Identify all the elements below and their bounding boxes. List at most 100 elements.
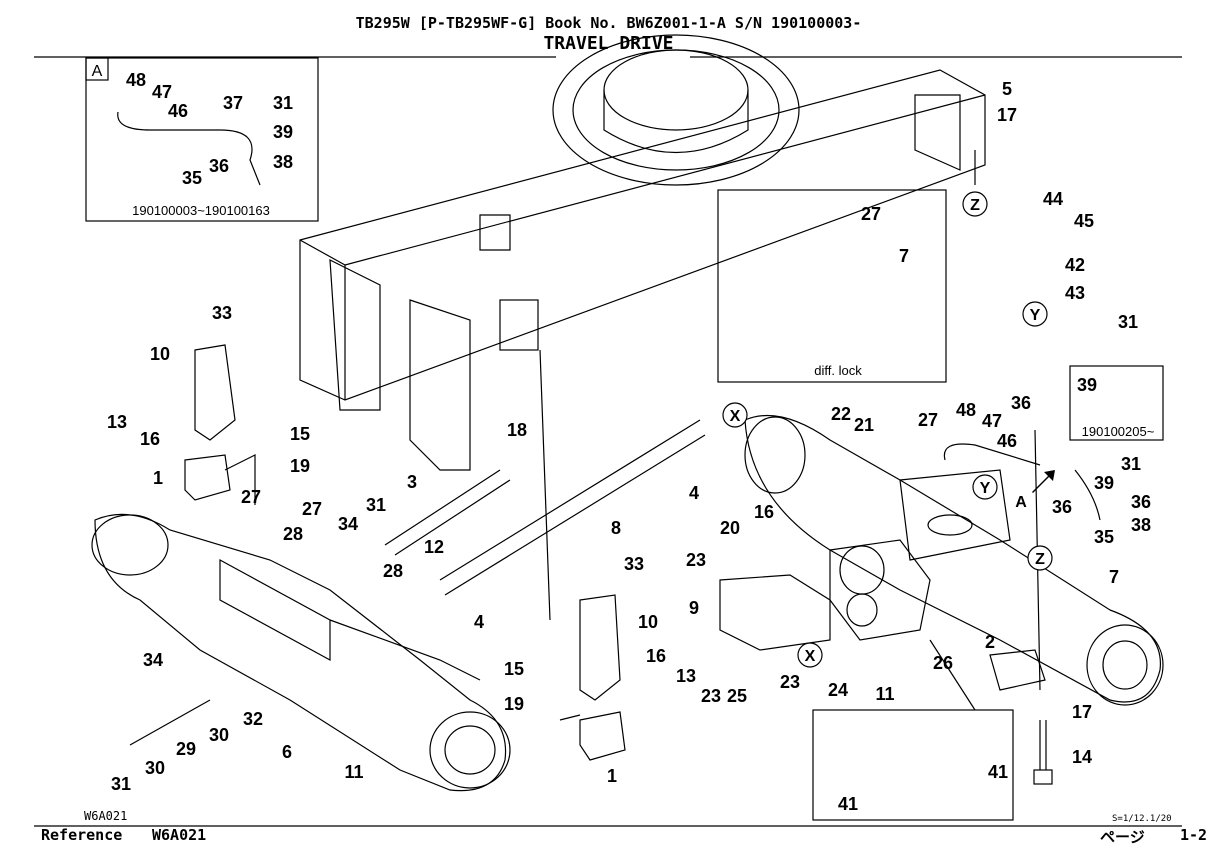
shaft-8 (439, 419, 706, 596)
inset-a-letter: A (92, 63, 103, 80)
callout-label: 5 (1002, 79, 1012, 99)
footer-reference-label: Reference (41, 826, 123, 844)
callout-label: 33 (624, 554, 644, 574)
callout-label: 16 (754, 502, 774, 522)
callout-label: 22 (831, 404, 851, 424)
view-marker-x: X (730, 408, 741, 425)
callout-label: 47 (152, 82, 172, 102)
callout-label: 24 (828, 680, 848, 700)
callout-label: 36 (209, 156, 229, 176)
callout-label: 34 (143, 650, 163, 670)
callout-label: 29 (176, 739, 196, 759)
callout-label: 27 (241, 487, 261, 507)
shaft-3 (384, 469, 511, 556)
callout-label: 28 (283, 524, 303, 544)
view-a-arrow (1032, 470, 1055, 493)
callout-label: 36 (1011, 393, 1031, 413)
callout-label: 11 (875, 684, 894, 704)
callout-label: 31 (1118, 312, 1138, 332)
callout-label: 42 (1065, 255, 1085, 275)
callout-label: 23 (686, 550, 706, 570)
callout-label: 26 (933, 653, 953, 673)
callout-label: 15 (504, 659, 524, 679)
view-marker-x: X (805, 648, 816, 665)
plate-2 (989, 649, 1046, 691)
callout-label: 3 (407, 472, 417, 492)
callout-label: 45 (1074, 211, 1094, 231)
callout-label: 46 (168, 101, 188, 121)
cylinder-10-left (194, 344, 236, 441)
callout-label: 14 (1072, 747, 1092, 767)
callout-label: 36 (1131, 492, 1151, 512)
inset-diff-lock-box (717, 189, 947, 383)
callout-label: 33 (212, 303, 232, 323)
callout-labels: 48 47 46 37 31 39 36 38 35 5 17 27 7 44 … (107, 70, 1151, 814)
callout-label: 47 (982, 411, 1002, 431)
footer-page-number: 1-2 (1180, 826, 1208, 844)
footer-reference-code: W6A021 (152, 826, 207, 844)
callout-label: 44 (1043, 189, 1063, 209)
callout-label: 11 (344, 762, 363, 782)
main-frame (299, 69, 986, 401)
callout-label: 38 (1131, 515, 1151, 535)
callout-label: 9 (689, 598, 699, 618)
callout-label: 18 (507, 420, 527, 440)
callout-label: 48 (126, 70, 146, 90)
view-marker-y: Y (1030, 307, 1041, 324)
callout-label: 34 (338, 514, 358, 534)
callout-label: 23 (701, 686, 721, 706)
callout-label: 16 (646, 646, 666, 666)
front-axle (744, 414, 1161, 703)
callout-label: 41 (988, 762, 1008, 782)
inset-a-serial: 190100003~190100163 (132, 203, 270, 218)
callout-label: 27 (918, 410, 938, 430)
turntable-ring (552, 34, 800, 186)
callout-label: 38 (273, 152, 293, 172)
callout-label: 21 (854, 415, 874, 435)
view-marker-a: A (1015, 494, 1027, 511)
callout-label: 31 (1121, 454, 1141, 474)
callout-label: 30 (209, 725, 229, 745)
callout-label: 13 (676, 666, 696, 686)
callout-label: 36 (1052, 497, 1072, 517)
callout-label: 39 (1077, 375, 1097, 395)
callout-label: 35 (1094, 527, 1114, 547)
callout-label: 7 (1109, 567, 1119, 587)
callout-label: 23 (780, 672, 800, 692)
hose-46a (117, 111, 261, 186)
callout-label: 1 (607, 766, 617, 786)
callout-label: 39 (1094, 473, 1114, 493)
header-line: TB295W [P-TB295WF-G] Book No. BW6Z001-1-… (355, 14, 862, 32)
callout-label: 37 (223, 93, 243, 113)
callout-label: 35 (182, 168, 202, 188)
view-marker-y: Y (980, 480, 991, 497)
footer-page-label: ページ (1100, 828, 1145, 846)
view-marker-z: Z (970, 197, 980, 214)
inset-a-box (85, 57, 319, 222)
callout-label: 43 (1065, 283, 1085, 303)
view-marker-z: Z (1035, 551, 1045, 568)
callout-label: 6 (282, 742, 292, 762)
callout-label: 8 (611, 518, 621, 538)
callout-label: 7 (899, 246, 909, 266)
callout-label: 31 (273, 93, 293, 113)
callout-label: 41 (838, 794, 858, 814)
footer-code-small: W6A021 (84, 809, 128, 823)
callout-label: 39 (273, 122, 293, 142)
callout-label: 12 (424, 537, 444, 557)
callout-label: 27 (302, 499, 322, 519)
callout-label: 19 (290, 456, 310, 476)
callout-label: 4 (689, 483, 699, 503)
callout-label: 13 (107, 412, 127, 432)
inset-serial-box (1069, 365, 1164, 441)
block-1-center (579, 711, 626, 761)
callout-label: 17 (1072, 702, 1092, 722)
cylinder-10-center (579, 594, 621, 701)
callout-label: 10 (150, 344, 170, 364)
callout-label: 46 (997, 431, 1017, 451)
callout-label: 4 (474, 612, 484, 632)
travel-motor (719, 574, 831, 651)
inset-41-box (812, 709, 1014, 821)
callout-label: 15 (290, 424, 310, 444)
